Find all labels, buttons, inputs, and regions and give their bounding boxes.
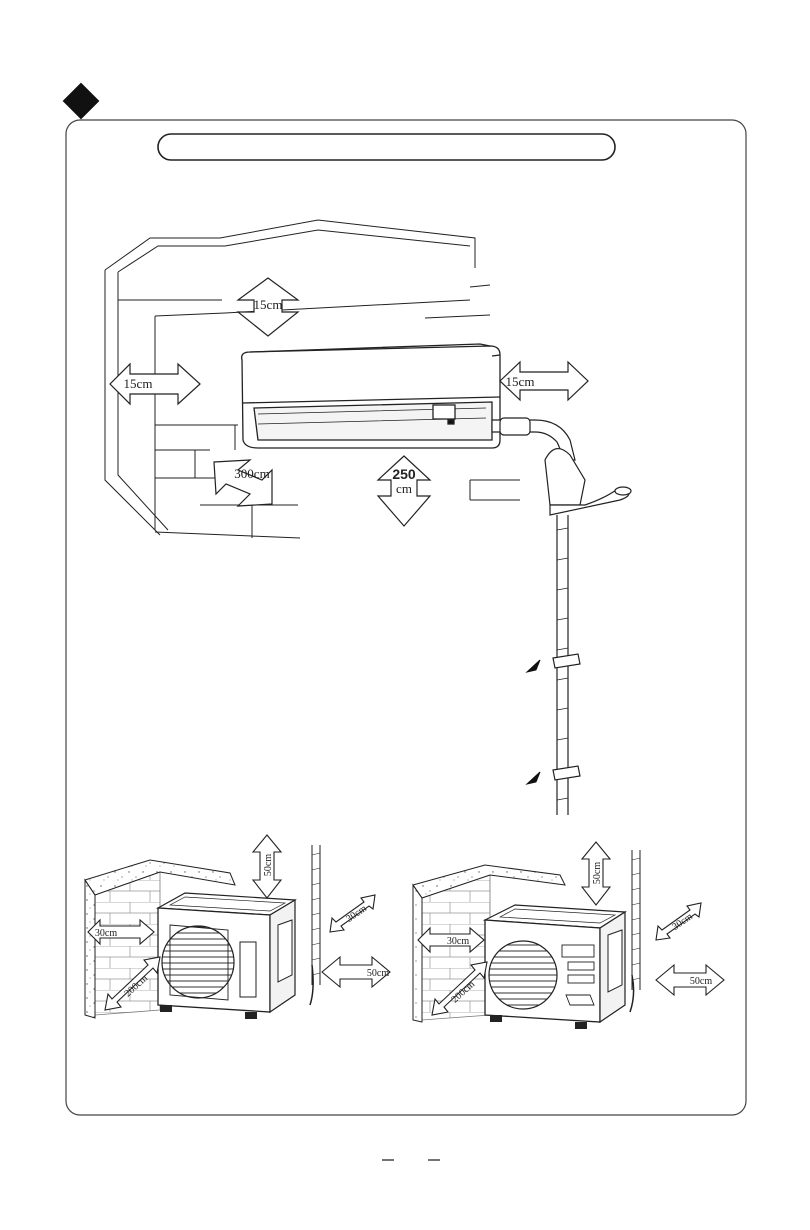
label-left-clearance: 15cm (124, 376, 153, 391)
diamond-bullet-icon (62, 82, 100, 120)
label-outdoor-left-right: 50cm (367, 968, 389, 979)
arrow-outdoor-right-right-back (655, 902, 702, 941)
arrow-outdoor-left-right (321, 955, 391, 989)
arrow-diagonal-300cm (213, 459, 273, 507)
label-right-clearance: 15cm (506, 374, 535, 389)
label-outdoor-left-top: 50cm (263, 854, 274, 876)
arrow-outdoor-right-front (431, 961, 488, 1016)
arrow-outdoor-left-front (104, 956, 161, 1011)
title-bar (157, 133, 616, 161)
arrow-outdoor-right-back (417, 926, 485, 954)
label-floor-clearance-value: 250 (392, 466, 416, 482)
arrow-left-15cm (109, 362, 201, 406)
label-outdoor-left-back: 30cm (95, 928, 117, 939)
indoor-pipe (491, 417, 632, 815)
outdoor-scene-left (84, 845, 321, 1019)
label-outdoor-right-top: 50cm (592, 862, 603, 884)
figure-frame (65, 119, 747, 1116)
arrow-outdoor-left-right-back (329, 894, 376, 933)
label-top-clearance: 15cm (254, 297, 283, 312)
label-outdoor-right-back: 30cm (447, 936, 469, 947)
label-diagonal-clearance: 300cm (234, 466, 269, 481)
wall-screw-icon (525, 771, 541, 785)
arrow-outdoor-right-top (580, 841, 612, 906)
arrow-floor-250cm (376, 455, 432, 527)
arrow-top-15cm (236, 277, 300, 337)
outdoor-scene-right (412, 850, 641, 1029)
indoor-unit (241, 343, 501, 449)
arrow-outdoor-left-top (251, 834, 283, 899)
arrow-outdoor-right-right (655, 963, 725, 997)
arrow-outdoor-left-back (87, 918, 155, 946)
arrow-right-15cm (499, 360, 589, 402)
wall-screw-icon (525, 659, 541, 673)
label-outdoor-right-right: 50cm (690, 976, 712, 987)
label-floor-clearance-unit: cm (396, 481, 412, 496)
